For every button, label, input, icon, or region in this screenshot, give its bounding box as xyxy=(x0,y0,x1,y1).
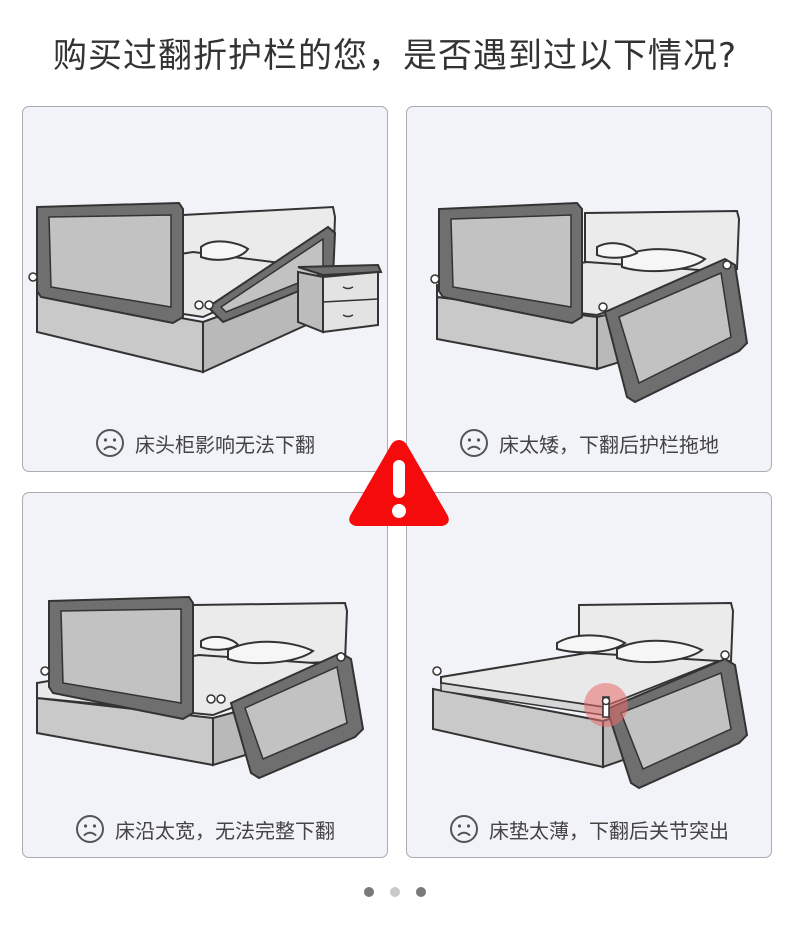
pagination xyxy=(0,887,790,897)
pagination-dot[interactable] xyxy=(364,887,374,897)
problem-card-bedside-table: 床头柜影响无法下翻 xyxy=(22,106,388,472)
sad-face-icon xyxy=(460,429,488,457)
card-caption: 床沿太宽，无法完整下翻 xyxy=(115,818,335,843)
problem-card-wide-bed-edge: 床沿太宽，无法完整下翻 xyxy=(22,492,388,858)
bed-rail-illustration xyxy=(36,595,365,780)
card-caption: 床太矮，下翻后护栏拖地 xyxy=(499,432,719,457)
pagination-dot[interactable] xyxy=(416,887,426,897)
bed-rail-illustration xyxy=(432,601,749,790)
sad-face-icon xyxy=(450,815,478,843)
bed-rail-illustration xyxy=(430,201,749,404)
warning-triangle-icon xyxy=(349,440,449,526)
problem-card-thin-mattress: 床垫太薄，下翻后关节突出 xyxy=(406,492,772,858)
pagination-dot[interactable] xyxy=(390,887,400,897)
card-caption: 床垫太薄，下翻后关节突出 xyxy=(489,818,729,843)
bed-rail-illustration xyxy=(28,201,383,374)
sad-face-icon xyxy=(76,815,104,843)
page-title: 购买过翻折护栏的您，是否遇到过以下情况? xyxy=(52,36,738,76)
problem-card-low-bed: 床太矮，下翻后护栏拖地 xyxy=(406,106,772,472)
sad-face-icon xyxy=(96,429,124,457)
card-caption: 床头柜影响无法下翻 xyxy=(135,432,315,457)
